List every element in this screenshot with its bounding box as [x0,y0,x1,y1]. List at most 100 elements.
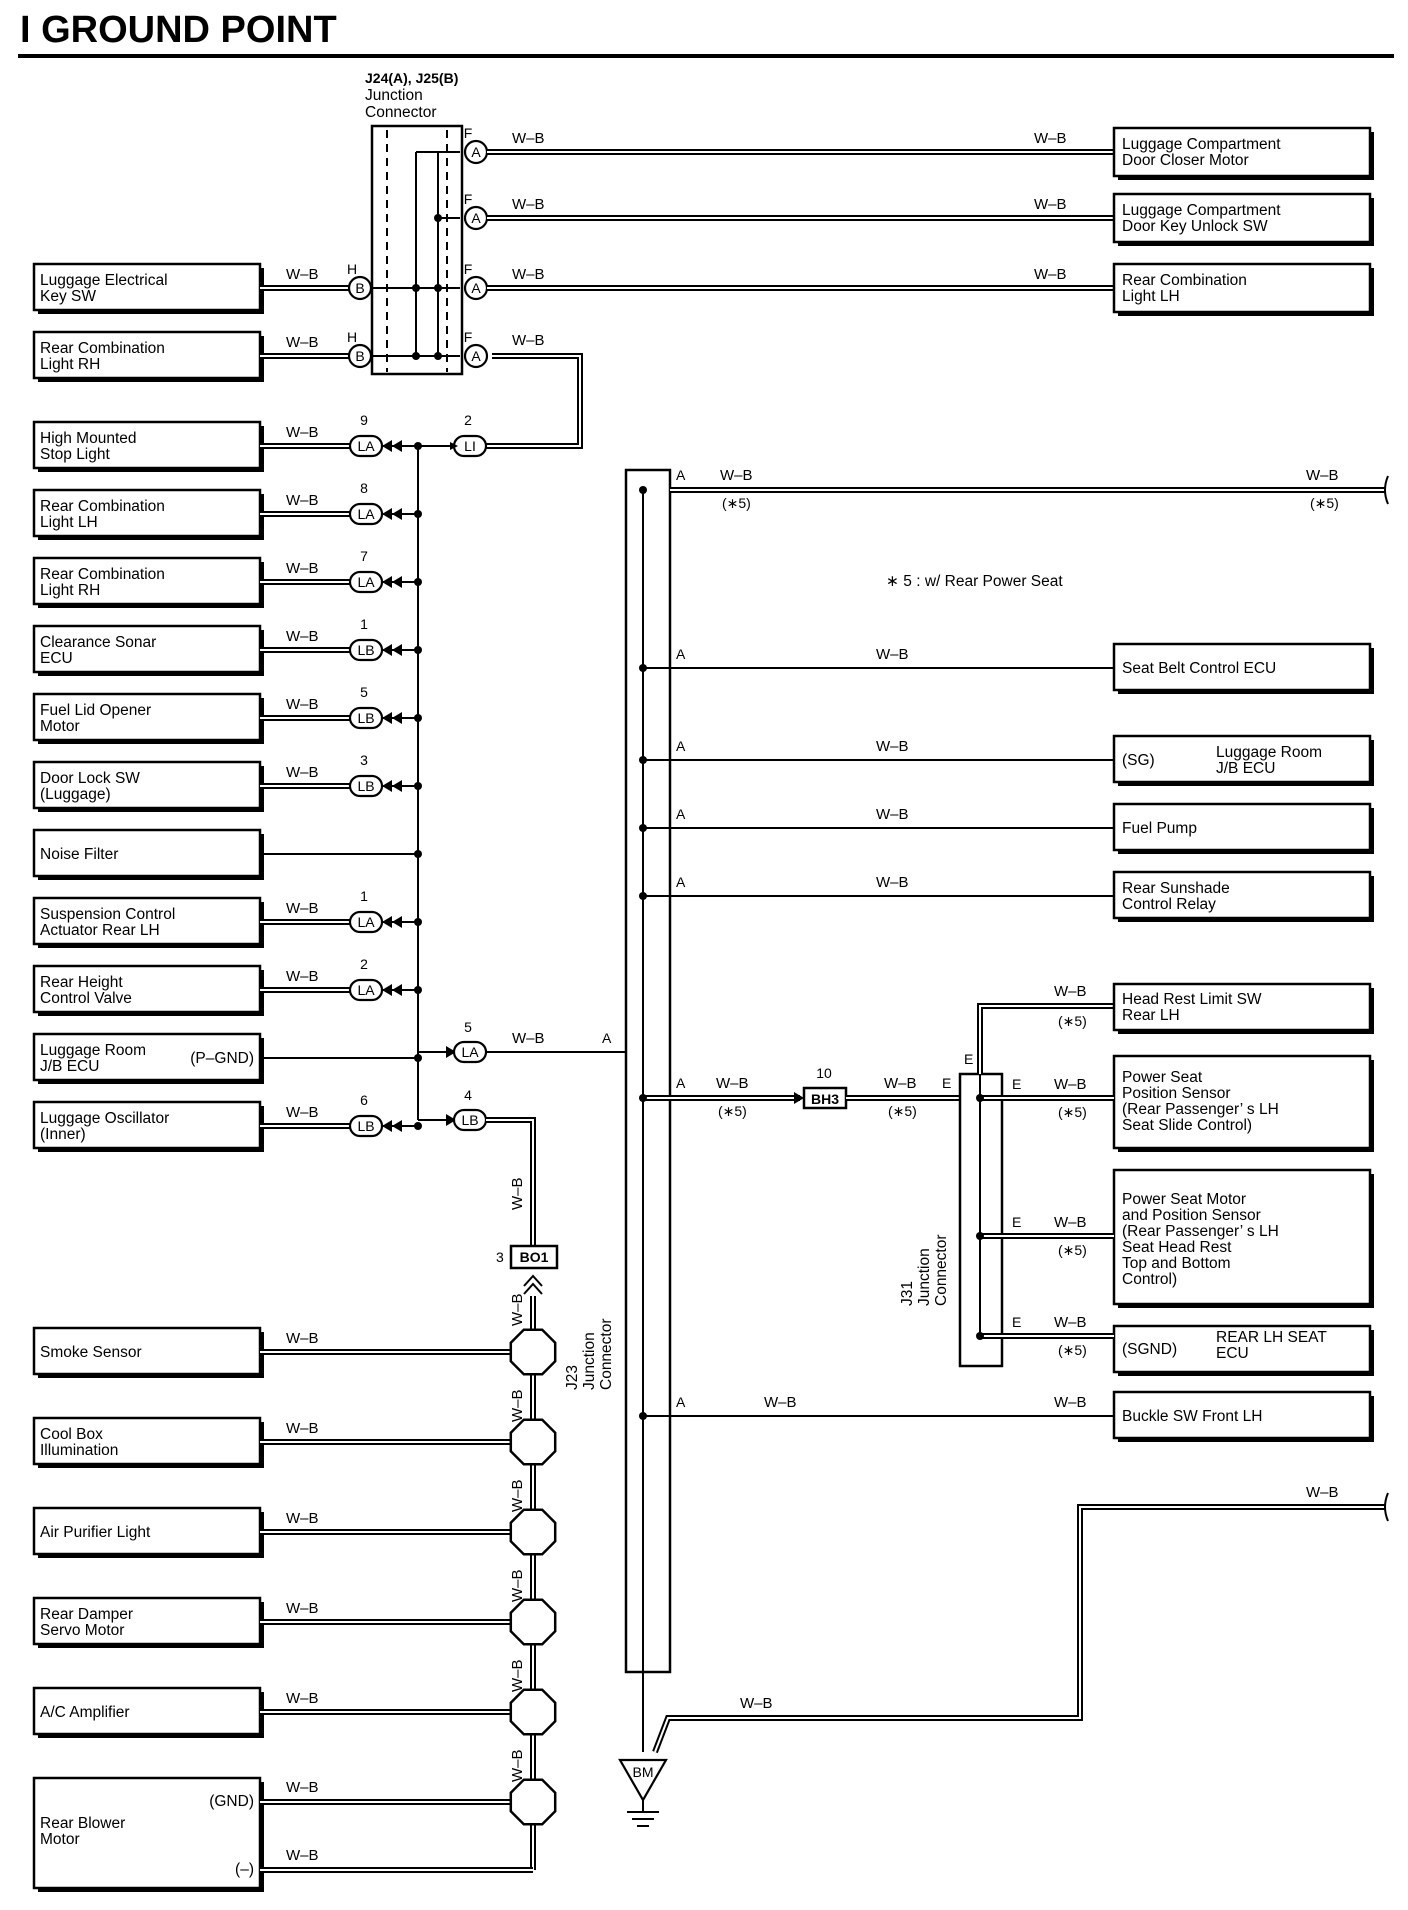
j31-power-seat-sensor-box [1112,1054,1372,1150]
left-comp-1-label-2: Light LH [40,514,98,531]
j31-power-seat-motor-label-3: (Rear Passenger’ s LH [1122,1223,1279,1240]
left-comp-1-label-1: Rear Combination [40,498,165,515]
j23-comp-5-box [32,1776,262,1890]
j31-power-seat-motor-box [1112,1168,1372,1306]
left-comp-9-label-1: Luggage Room [40,1042,146,1059]
j31-pin-e-in: E [942,1075,951,1091]
left-comp-5-label-2: (Luggage) [40,786,111,803]
left-comp-8-label-2: Control Valve [40,990,132,1007]
left-comp-1-box [32,488,262,538]
wire-break-bottom [1384,1492,1389,1522]
j23-comp-4-joint [509,1688,557,1736]
right-seat-belt-wire-label: W–B [876,646,909,663]
j23-comp-3-joint [509,1598,557,1646]
j24-right-1-connector-pin: F [464,191,473,207]
j24-right-0-wire-label-left: W–B [512,130,545,147]
j24-right-2-connector-pin: F [464,261,473,277]
left-comp-3-wire-label: W–B [286,628,319,645]
left-comp-8-connector-pin: 2 [360,956,368,972]
left-comp-1-wire-label: W–B [286,492,319,509]
right-buckle-sw-label-1: Buckle SW Front LH [1122,1408,1262,1425]
j24-left-1-connector-pin: H [347,329,357,345]
option-mark-head-rest: (∗5) [1058,1013,1087,1029]
j31-label-line3: Connector [933,1234,950,1306]
j24-right-1-wire-label-left: W–B [512,196,545,213]
j31-rear-lh-seat-ecu-box [1112,1324,1372,1374]
j31-power-seat-motor-label-2: and Position Sensor [1122,1207,1261,1224]
j24-right-2-box [1112,262,1372,314]
left-comp-2-label-1: Rear Combination [40,566,165,583]
j24-right-2-connector-code: A [471,280,481,296]
bo1-connector-group: BO1 3 [496,1244,559,1295]
j31-motor-pin: E [1012,1214,1021,1230]
li-connector-group: W–B LI 2 [418,332,583,458]
left-comp-7-connector-code: LA [357,914,375,930]
j23-comp-2-chain-label: W–B [509,1569,526,1602]
connector-bh3-pin: 10 [816,1065,832,1081]
j23-pin-a-top: A [676,467,686,483]
left-comp-10-label-1: Luggage Oscillator [40,1110,169,1127]
j31-power-seat-sensor-label-2: Position Sensor [1122,1085,1231,1102]
j24-left-1-label-2: Light RH [40,356,100,373]
connector-bo1-pin: 3 [496,1249,504,1265]
wire-label-li: W–B [512,332,545,349]
right-buckle-sw-box [1112,1390,1372,1440]
wire-label-lb4: W–B [509,1177,526,1210]
j31-power-seat-motor-label-6: Control) [1122,1271,1177,1288]
left-comp-7-connector-pin: 1 [360,888,368,904]
j24-right-0-box [1112,126,1372,178]
j31-ecu-pin: E [1012,1314,1021,1330]
ground-bm-symbol [618,1758,668,1803]
j31-power-seat-sensor-label-4: Seat Slide Control) [1122,1117,1252,1134]
left-comp-4-wire-label: W–B [286,696,319,713]
right-luggage-room-jb-label-2: J/B ECU [1216,760,1275,777]
left-comp-9-label-2: J/B ECU [40,1058,99,1075]
left-comp-2-connector-code: LA [357,574,375,590]
connector-la-5-pin: 5 [464,1019,472,1035]
left-comp-3-box [32,624,262,674]
left-comp-0-label-2: Stop Light [40,446,110,463]
j23-comp-1-wire-label: W–B [286,1420,319,1437]
j23-comp-5-tag-1: (GND) [209,1793,254,1810]
left-comp-2-wire-label: W–B [286,560,319,577]
left-comp-7-label-1: Suspension Control [40,906,175,923]
j23-comp-1-label-2: Illumination [40,1442,118,1459]
left-comp-3-label-1: Clearance Sonar [40,634,156,651]
j24-label-line1: J24(A), J25(B) [365,70,458,86]
j31-rear-lh-seat-ecu-tag: (SGND) [1122,1341,1177,1358]
j31-label-line2: Junction [916,1248,933,1306]
j24-left-0-label-2: Key SW [40,288,96,305]
left-comp-7-label-2: Actuator Rear LH [40,922,160,939]
left-comp-10-connector-code: LB [357,1118,374,1134]
j24-right-0-label-2: Door Closer Motor [1122,152,1249,169]
j23-body [624,468,672,1674]
j24-left-1-box [32,330,262,380]
left-comp-0-connector-pin: 9 [360,412,368,428]
j23-comp-0-label-1: Smoke Sensor [40,1344,142,1361]
j23-comp-2-label-1: Air Purifier Light [40,1524,151,1541]
j23-comp-5-joint [509,1778,557,1826]
j31-ecu-wire-label: W–B [1054,1314,1087,1331]
right-luggage-room-jb-pin: A [676,738,686,754]
left-comp-4-connector-pin: 5 [360,684,368,700]
left-comp-10-box [32,1100,262,1150]
j23-label-line2: Junction [581,1332,598,1390]
connector-li-code: LI [464,438,476,454]
j23-comp-1-joint [509,1418,557,1466]
left-comp-9-tag: (P–GND) [190,1050,254,1067]
j24-left-0-box [32,262,262,312]
left-comp-5-connector-code: LB [357,778,374,794]
connector-lb-4-pin: 4 [464,1087,472,1103]
left-comp-0-wire-label: W–B [286,424,319,441]
right-seat-belt-label-1: Seat Belt Control ECU [1122,660,1276,677]
j24-left-0-connector-code: B [355,280,364,296]
wire-label-bm-right: W–B [1306,1484,1339,1501]
j31-ecu-option-mark: (∗5) [1058,1342,1087,1358]
right-fuel-pump-label-1: Fuel Pump [1122,820,1197,837]
right-fuel-pump-box [1112,802,1372,852]
j24-right-2-label-1: Rear Combination [1122,272,1247,289]
